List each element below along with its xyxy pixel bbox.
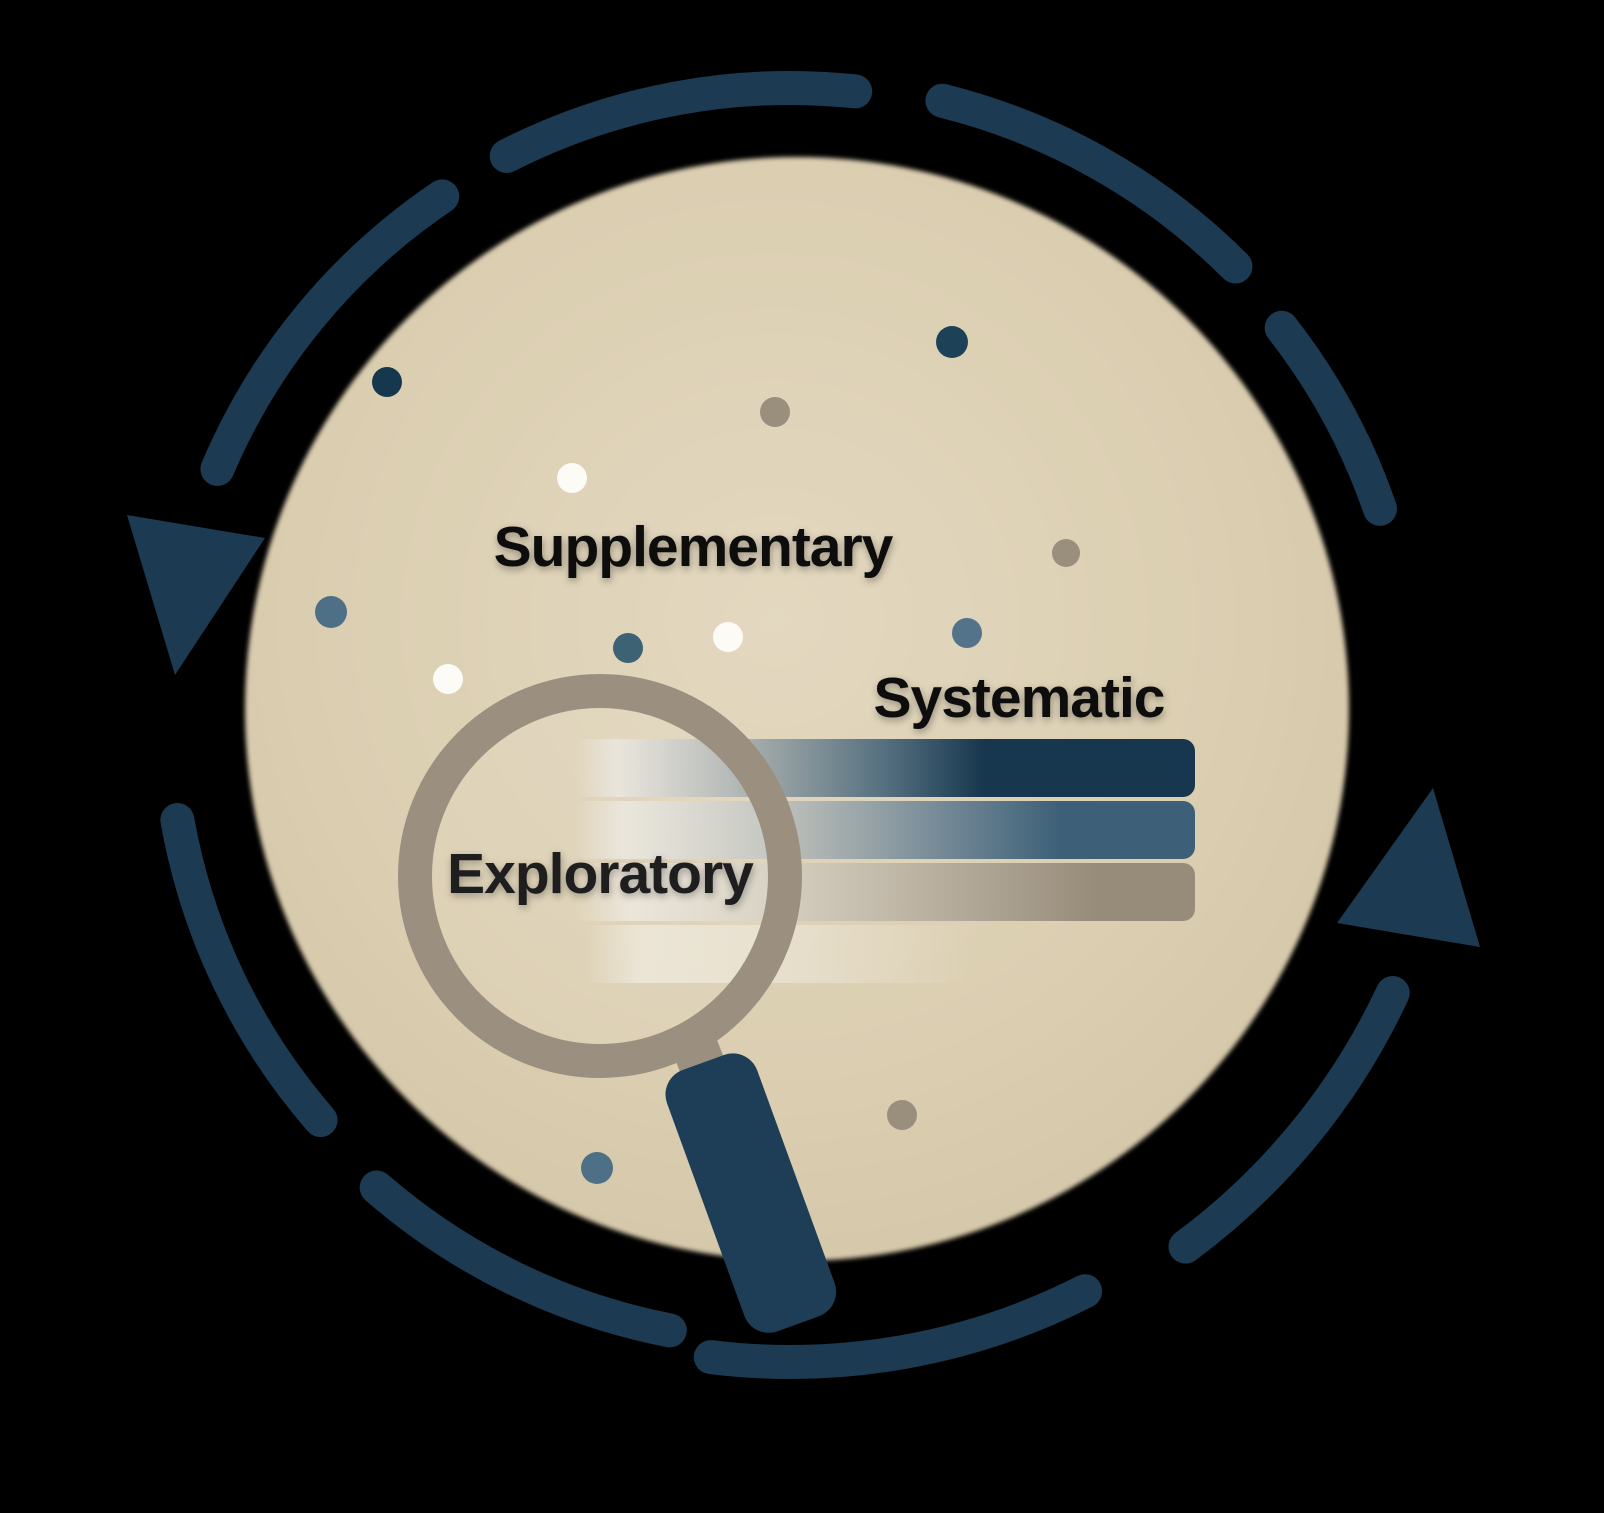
bottom-bar xyxy=(575,863,1195,921)
scatter-dot-white xyxy=(433,664,463,694)
scatter-dots xyxy=(315,326,1080,1184)
ring-dash xyxy=(160,803,338,1138)
magnifier-ring xyxy=(398,674,802,1078)
scatter-dot-navy xyxy=(936,326,968,358)
scatter-dot-gray xyxy=(1052,539,1080,567)
ring-dash xyxy=(489,71,873,173)
magnifier-lens-glass xyxy=(432,708,768,1044)
ring-dash xyxy=(1168,976,1410,1264)
scatter-dot-white xyxy=(557,463,587,493)
exploratory-label: Exploratory xyxy=(447,842,754,906)
magnifying-glass xyxy=(398,674,837,1333)
right-arrowhead xyxy=(1337,788,1480,947)
ring-dash xyxy=(1264,310,1397,526)
left-arrowhead xyxy=(127,515,265,675)
scatter-dot-gray xyxy=(887,1100,917,1130)
scatter-dot-white xyxy=(713,622,743,652)
dashed-cycle-ring xyxy=(160,71,1410,1379)
ring-dash xyxy=(359,1170,687,1348)
scatter-dot-steel xyxy=(315,596,347,628)
scatter-dot-navy xyxy=(372,367,402,397)
systematic-label: Systematic xyxy=(873,666,1164,730)
scatter-dot-gray xyxy=(760,397,790,427)
search-bars xyxy=(575,739,1195,983)
magnifier-handle xyxy=(665,1053,837,1333)
main-circle xyxy=(245,157,1349,1261)
ring-dash xyxy=(693,1274,1103,1379)
ring-dash xyxy=(925,83,1253,284)
cycle-arrows xyxy=(127,515,1480,947)
scatter-dot-steel xyxy=(952,618,982,648)
labels: Supplementary Systematic Exploratory xyxy=(447,515,1166,906)
scatter-dot-steel xyxy=(581,1152,613,1184)
scatter-dot-steel xyxy=(613,633,643,663)
ring-dash xyxy=(200,179,460,486)
middle-bar xyxy=(575,801,1195,859)
supplementary-label: Supplementary xyxy=(494,515,894,579)
